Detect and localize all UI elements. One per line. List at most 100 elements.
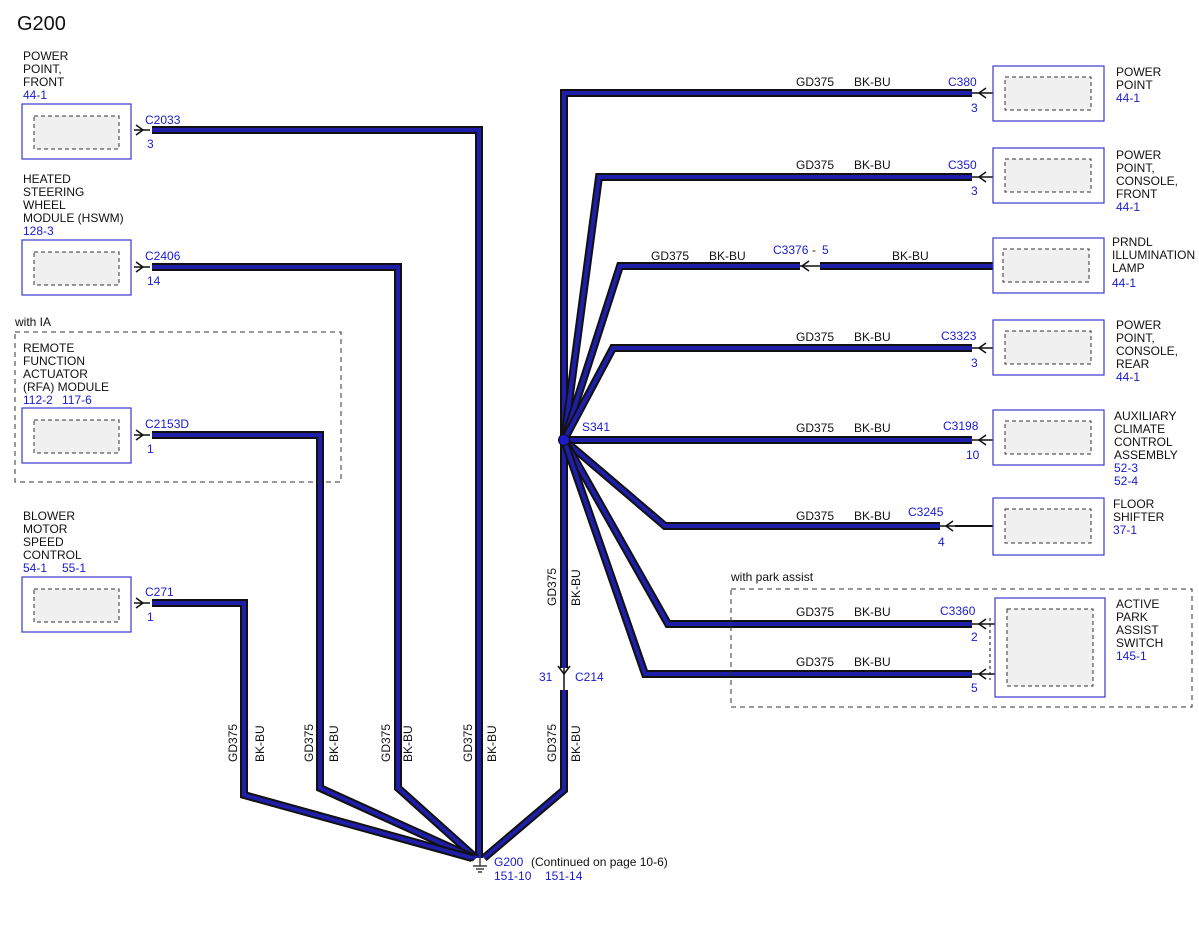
page-ref: 112-2 (23, 393, 53, 407)
wire-s341-c350 (560, 173, 972, 441)
connector-id: C380 (948, 75, 977, 89)
wire-s341-c3360-2 (560, 438, 972, 628)
svg-text:BK-BU: BK-BU (854, 421, 891, 435)
connector-id: C350 (948, 158, 977, 172)
page-ref: 44-1 (23, 88, 47, 102)
svg-text:BK-BU: BK-BU (854, 605, 891, 619)
connector-id: C3323 (941, 329, 977, 343)
component-rfa: REMOTE FUNCTION ACTUATOR (RFA) MODULE 11… (21, 341, 189, 464)
pin-number: 31 (539, 670, 553, 684)
wire-rfa (152, 431, 476, 862)
connector-arrow-icon (134, 261, 150, 273)
svg-text:GD375: GD375 (226, 724, 240, 762)
wire-s341-c3360-5 (560, 438, 972, 678)
wire-hswm (152, 263, 479, 861)
svg-text:GD375: GD375 (796, 509, 834, 523)
splice-label: S341 (582, 420, 610, 434)
component-park-assist: GD375 BK-BU C3360 2 GD375 BK-BU 5 ACTIVE… (796, 597, 1163, 698)
vertical-wire-labels: GD375 BK-BU GD375 BK-BU GD375 BK-BU GD37… (226, 568, 583, 762)
pin-number: 2 (971, 630, 978, 644)
continued-note: (Continued on page 10-6) (531, 855, 668, 869)
component-name: REMOTE FUNCTION ACTUATOR (RFA) MODULE (23, 341, 109, 394)
svg-text:44-1: 44-1 (1116, 200, 1140, 214)
pin-number: 3 (971, 184, 978, 198)
component-hswm: HEATED STEERING WHEEL MODULE (HSWM) 128-… (21, 172, 181, 296)
svg-text:GD375: GD375 (796, 421, 834, 435)
pin-number: 5 (822, 243, 829, 257)
svg-text:52-4: 52-4 (1114, 474, 1138, 488)
svg-text:BK-BU: BK-BU (569, 569, 583, 606)
wire-s341-c3376 (560, 262, 993, 442)
option-group-ia: with IA (14, 315, 342, 483)
page-ref: 151-14 (545, 869, 583, 883)
pin-number: 1 (147, 610, 154, 624)
component-name: HEATED STEERING WHEEL MODULE (HSWM) (23, 172, 124, 225)
connector-id: C3198 (943, 419, 979, 433)
connector-id: C2153D (145, 417, 189, 431)
svg-text:GD375: GD375 (796, 655, 834, 669)
page-ref: 128-3 (23, 224, 54, 238)
svg-text:GD375: GD375 (651, 249, 689, 263)
svg-text:GD375: GD375 (545, 724, 559, 762)
option-group-park-assist: with park assist (730, 570, 1193, 708)
wire-c214-to-g200 (481, 690, 568, 862)
svg-text:GD375: GD375 (796, 330, 834, 344)
pin-number: 1 (147, 442, 154, 456)
svg-text:BK-BU: BK-BU (854, 75, 891, 89)
connector-id: C271 (145, 585, 174, 599)
component-power-point-front: POWER POINT, FRONT 44-1 C2033 3 (21, 49, 181, 160)
connector-id: C214 (575, 670, 604, 684)
svg-text:BK-BU: BK-BU (854, 509, 891, 523)
svg-text:44-1: 44-1 (1116, 370, 1140, 384)
svg-text:-: - (812, 243, 816, 257)
page-ref: 117-6 (62, 393, 92, 407)
svg-text:BK-BU: BK-BU (892, 249, 929, 263)
svg-text:GD375: GD375 (302, 724, 316, 762)
svg-text:BK-BU: BK-BU (569, 725, 583, 762)
ground-g200: G200 (Continued on page 10-6) 151-10 151… (473, 855, 668, 883)
wire-s341-c3323 (560, 344, 972, 442)
page-ref: 55-1 (62, 561, 86, 575)
svg-text:GD375: GD375 (545, 568, 559, 606)
wire-blower (152, 599, 474, 862)
svg-text:GD375: GD375 (796, 605, 834, 619)
connector-id: C3376 (773, 243, 809, 257)
svg-text:BK-BU: BK-BU (709, 249, 746, 263)
pin-number: 14 (147, 274, 161, 288)
component-name: POWER POINT, FRONT (23, 49, 72, 89)
inline-connector-c214: 31 C214 (539, 665, 604, 690)
svg-text:44-1: 44-1 (1116, 91, 1140, 105)
connector-id: C3245 (908, 505, 944, 519)
page-ref: 151-10 (494, 869, 532, 883)
connector-arrow-icon (134, 597, 150, 609)
svg-text:44-1: 44-1 (1112, 276, 1136, 290)
connector-id: C2406 (145, 249, 181, 263)
option-label: with IA (14, 315, 51, 329)
svg-text:BK-BU: BK-BU (854, 330, 891, 344)
pin-number: 3 (971, 356, 978, 370)
connector-id: C2033 (145, 113, 181, 127)
svg-text:BK-BU: BK-BU (854, 158, 891, 172)
svg-text:GD375: GD375 (796, 158, 834, 172)
svg-text:BK-BU: BK-BU (854, 655, 891, 669)
pin-number: 3 (147, 137, 154, 151)
svg-text:BK-BU: BK-BU (401, 725, 415, 762)
connector-arrow-icon (134, 429, 150, 441)
wire-s341-c3245 (561, 436, 940, 530)
connector-id: C3360 (940, 604, 976, 618)
svg-text:BK-BU: BK-BU (485, 725, 499, 762)
option-label: with park assist (730, 570, 814, 584)
page-title: G200 (17, 13, 66, 35)
